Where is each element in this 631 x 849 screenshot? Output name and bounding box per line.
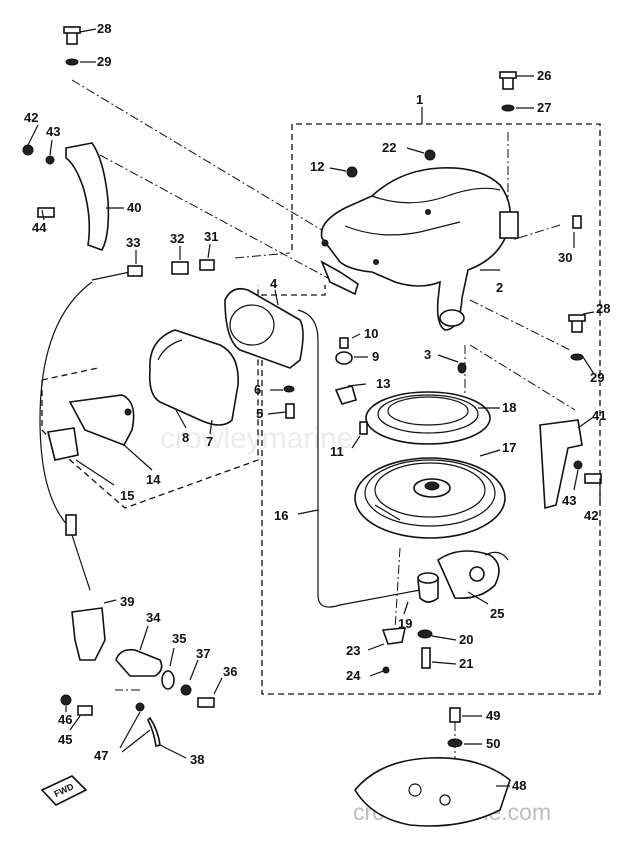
callouts: 28 29 1 26 27 22 12 42 43 40 44 33 32 31… — [24, 21, 610, 793]
callout-11: 11 — [330, 444, 344, 459]
handle-grip — [148, 329, 239, 426]
callout-42-left: 42 — [24, 110, 38, 125]
assembly-box-starter — [261, 123, 601, 695]
explode-line-29 — [469, 299, 571, 351]
callout-33: 33 — [126, 235, 140, 250]
callout-43-left: 43 — [46, 124, 60, 139]
callout-21: 21 — [459, 656, 473, 671]
callout-38: 38 — [190, 752, 204, 767]
callout-42-right: 42 — [584, 508, 598, 523]
handle-holder — [47, 394, 135, 461]
explode-line-40 — [99, 154, 351, 291]
callout-36: 36 — [223, 664, 237, 679]
callout-29-top: 29 — [97, 54, 111, 69]
throttle-cable-end — [39, 259, 215, 531]
callout-5: 5 — [256, 406, 263, 421]
callout-12: 12 — [310, 159, 324, 174]
callout-34: 34 — [146, 610, 161, 625]
callout-43-right: 43 — [562, 493, 576, 508]
hardware — [22, 26, 602, 748]
spring-cover — [365, 391, 491, 445]
callout-15: 15 — [120, 488, 134, 503]
callout-27: 27 — [537, 100, 551, 115]
callout-22: 22 — [382, 140, 396, 155]
callout-47: 47 — [94, 748, 108, 763]
callout-29-right: 29 — [590, 370, 604, 385]
callout-6: 6 — [254, 382, 261, 397]
callout-40: 40 — [127, 200, 141, 215]
bracket-39 — [71, 607, 106, 661]
callout-46: 46 — [58, 712, 72, 727]
callout-31: 31 — [204, 229, 218, 244]
explode-line-30 — [511, 224, 561, 241]
friction-plate — [436, 550, 509, 600]
callout-10: 10 — [364, 326, 378, 341]
box-edge — [41, 367, 99, 381]
drive-pawl-cup — [417, 572, 439, 603]
callout-18: 18 — [502, 400, 516, 415]
callout-7: 7 — [206, 434, 213, 449]
callout-32: 32 — [170, 231, 184, 246]
callout-23: 23 — [346, 643, 360, 658]
explode-line-28 — [71, 79, 326, 233]
starter-rope — [297, 309, 421, 608]
callout-17: 17 — [502, 440, 516, 455]
explode-line-31 — [234, 252, 291, 259]
callout-39: 39 — [120, 594, 134, 609]
explode-line-19 — [394, 547, 401, 631]
callout-2: 2 — [496, 280, 503, 295]
callout-28-top: 28 — [97, 21, 111, 36]
assembly-box-bracket — [41, 285, 259, 509]
callout-49: 49 — [486, 708, 500, 723]
callout-30: 30 — [558, 250, 572, 265]
callout-28-right: 28 — [596, 301, 610, 316]
watermark-center: crowleymarine — [160, 422, 353, 455]
callout-50: 50 — [486, 736, 500, 751]
callout-13: 13 — [376, 376, 390, 391]
fwd-arrow-icon: FWD — [40, 775, 88, 806]
callout-14: 14 — [146, 472, 161, 487]
callout-4: 4 — [270, 276, 278, 291]
callout-24: 24 — [346, 668, 361, 683]
callout-26: 26 — [537, 68, 551, 83]
callout-45: 45 — [58, 732, 72, 747]
callout-25: 25 — [490, 606, 504, 621]
callout-19: 19 — [398, 616, 412, 631]
callout-3: 3 — [424, 347, 431, 362]
sheave-drum — [354, 457, 506, 539]
plate-34 — [115, 648, 163, 677]
callout-48: 48 — [512, 778, 526, 793]
callout-37: 37 — [196, 646, 210, 661]
explode-line-41 — [469, 344, 576, 411]
bracket-41 — [539, 419, 583, 510]
starter-case — [320, 167, 519, 331]
bracket-40 — [65, 142, 110, 251]
callout-9: 9 — [372, 349, 379, 364]
callout-16: 16 — [274, 508, 288, 523]
callout-20: 20 — [459, 632, 473, 647]
flywheel-cover — [354, 757, 511, 827]
callout-8: 8 — [182, 430, 189, 445]
handle-bracket — [224, 287, 304, 369]
callout-44: 44 — [32, 220, 47, 235]
callout-1: 1 — [416, 92, 423, 107]
callout-41: 41 — [592, 408, 606, 423]
callout-35: 35 — [172, 631, 186, 646]
